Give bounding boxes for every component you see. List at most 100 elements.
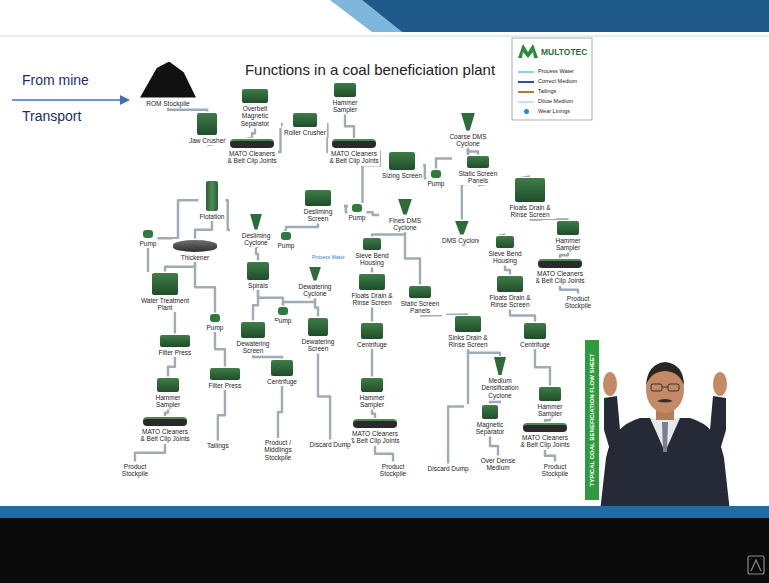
equipment-label: Water Treatment Plant bbox=[140, 297, 190, 312]
equipment-unit-icon bbox=[334, 83, 356, 97]
equipment-label: Pump bbox=[207, 324, 224, 331]
equipment-label: Product / Middlings Stockpile bbox=[253, 439, 303, 461]
equipment-unit-icon bbox=[152, 273, 178, 295]
pipe-connector bbox=[366, 212, 379, 215]
pipe-connector bbox=[135, 444, 165, 462]
pipe-connector bbox=[405, 232, 420, 284]
equipment-unit: Centrifuge bbox=[356, 322, 388, 349]
legend-line bbox=[518, 91, 534, 93]
thickener-tank: Thickener bbox=[172, 239, 218, 262]
equipment-unit-icon bbox=[557, 221, 579, 235]
pipe-connector bbox=[344, 165, 381, 206]
equipment-unit: Sieve Bend Housing bbox=[346, 237, 398, 268]
thickener-tank-icon bbox=[173, 240, 217, 252]
equipment-unit: Magnetic Separator bbox=[464, 404, 516, 437]
pipe-connector bbox=[490, 436, 498, 455]
equipment-label: Desliming Cyclone bbox=[231, 232, 281, 247]
equipment-label: Spirals bbox=[248, 282, 268, 289]
equipment-unit-icon bbox=[539, 387, 561, 401]
equipment-label: Floats Drain & Rinse Screen bbox=[347, 292, 397, 307]
equipment-label: Hammer Sampler bbox=[143, 394, 193, 409]
equipment-unit-icon bbox=[409, 286, 431, 298]
equipment-label: Pump bbox=[428, 180, 445, 187]
outlet-label: Product / Middlings Stockpile bbox=[252, 438, 304, 462]
equipment-label: Pump bbox=[278, 242, 295, 249]
outlet-label: Product Stockpile bbox=[529, 462, 581, 479]
equipment-label: MATO Cleaners & Belt Clip Joints bbox=[535, 270, 585, 285]
header-rule bbox=[0, 36, 769, 37]
equipment-unit: Sizing Screen bbox=[381, 151, 423, 180]
pipe-connector bbox=[215, 332, 225, 367]
source-label: Transport bbox=[22, 108, 81, 124]
equipment-label: MATO Cleaners & Belt Clip Joints bbox=[520, 434, 570, 449]
equipment-unit: Floats Drain & Rinse Screen bbox=[504, 177, 556, 220]
equipment-label: Jaw Crusher bbox=[189, 137, 225, 144]
pipe-connector bbox=[560, 286, 578, 294]
equipment-unit-icon bbox=[308, 318, 328, 336]
equipment-label: Product Stockpile bbox=[110, 463, 160, 478]
equipment-label: Sinks Drain & Rinse Screen bbox=[443, 334, 493, 349]
equipment-unit: Floats Drain & Rinse Screen bbox=[484, 275, 536, 310]
equipment-label: Sieve Bend Housing bbox=[480, 250, 530, 265]
equipment-unit: Hammer Sampler bbox=[346, 377, 398, 410]
equipment-label: Centrifuge bbox=[267, 378, 297, 385]
pipe-connector bbox=[505, 265, 510, 274]
corner-logo-mark bbox=[751, 560, 761, 571]
footer-black bbox=[0, 518, 769, 583]
equipment-label: Hammer Sampler bbox=[347, 394, 397, 409]
equipment-label: Product Stockpile bbox=[368, 463, 418, 478]
pump-unit-icon bbox=[281, 232, 291, 240]
equipment-label: Coarse DMS Cyclone bbox=[443, 133, 493, 148]
equipment-label: Hammer Sampler bbox=[543, 237, 593, 252]
cyclone-unit-icon bbox=[398, 199, 412, 215]
equipment-unit: Floats Drain & Rinse Screen bbox=[346, 273, 398, 308]
equipment-unit: Centrifuge bbox=[519, 322, 551, 349]
cyclone-unit: Dewatering Cyclone bbox=[289, 266, 341, 299]
pipe-connector bbox=[375, 446, 393, 462]
outlet-label: Discard Dump bbox=[427, 464, 470, 473]
equipment-label: Roller Crusher bbox=[284, 129, 326, 136]
flotation-cell: Flotation bbox=[199, 180, 226, 221]
cyclone-unit-icon bbox=[455, 221, 469, 235]
legend-line bbox=[518, 101, 534, 103]
slide-title: Functions in a coal beneficiation plant bbox=[170, 61, 570, 78]
equipment-label: Magnetic Separator bbox=[465, 421, 515, 436]
equipment-label: Sieve Bend Housing bbox=[347, 252, 397, 267]
equipment-label: MATO Cleaners & Belt Clip Joints bbox=[227, 150, 277, 165]
legend-text: Dilute Medium bbox=[538, 98, 573, 104]
title-banner: TYPICAL COAL BENEFICIATION FLOW SHEET bbox=[585, 340, 599, 500]
conveyor-belt: MATO Cleaners & Belt Clip Joints bbox=[139, 416, 191, 444]
equipment-label: Centrifuge bbox=[357, 341, 387, 348]
cyclone-unit-icon bbox=[250, 214, 262, 230]
equipment-unit-icon bbox=[455, 316, 481, 332]
stockpile: ROM Stockpile bbox=[139, 61, 197, 108]
pipe-connector bbox=[318, 353, 330, 439]
equipment-unit: Hammer Sampler bbox=[542, 220, 594, 253]
equipment-label: Filter Press bbox=[159, 349, 192, 356]
pipe-connector bbox=[252, 128, 255, 138]
pipe-connector bbox=[315, 298, 318, 316]
equipment-unit-icon bbox=[467, 156, 489, 168]
equipment-label: Discard Dump bbox=[428, 465, 469, 472]
conveyor-belt: MATO Cleaners & Belt Clip Joints bbox=[328, 138, 380, 166]
equipment-label: Fines DMS Cyclone bbox=[380, 217, 430, 232]
multotec-logo bbox=[518, 44, 538, 58]
equipment-label: Hammer Sampler bbox=[525, 403, 575, 418]
equipment-unit-icon bbox=[305, 190, 331, 206]
legend-text: Wear Linings bbox=[538, 108, 570, 114]
equipment-unit-icon bbox=[197, 113, 217, 135]
equipment-label: Static Screen Panels bbox=[453, 170, 503, 185]
equipment-unit-icon bbox=[482, 405, 498, 419]
equipment-label: Hammer Sampler bbox=[320, 99, 370, 114]
header-band bbox=[362, 0, 769, 32]
equipment-unit-icon bbox=[271, 360, 293, 376]
equipment-unit: Sieve Bend Housing bbox=[479, 235, 531, 266]
conveyor-belt-icon bbox=[143, 417, 187, 426]
equipment-label: Discard Dump bbox=[310, 441, 351, 448]
source-label: From mine bbox=[22, 72, 89, 88]
legend-line bbox=[518, 81, 534, 83]
cyclone-unit: DMS Cyclone bbox=[441, 220, 483, 245]
pump-unit: Pump bbox=[277, 231, 296, 250]
conveyor-belt: MATO Cleaners & Belt Clip Joints bbox=[534, 258, 586, 286]
equipment-unit: Static Screen Panels bbox=[452, 155, 504, 186]
